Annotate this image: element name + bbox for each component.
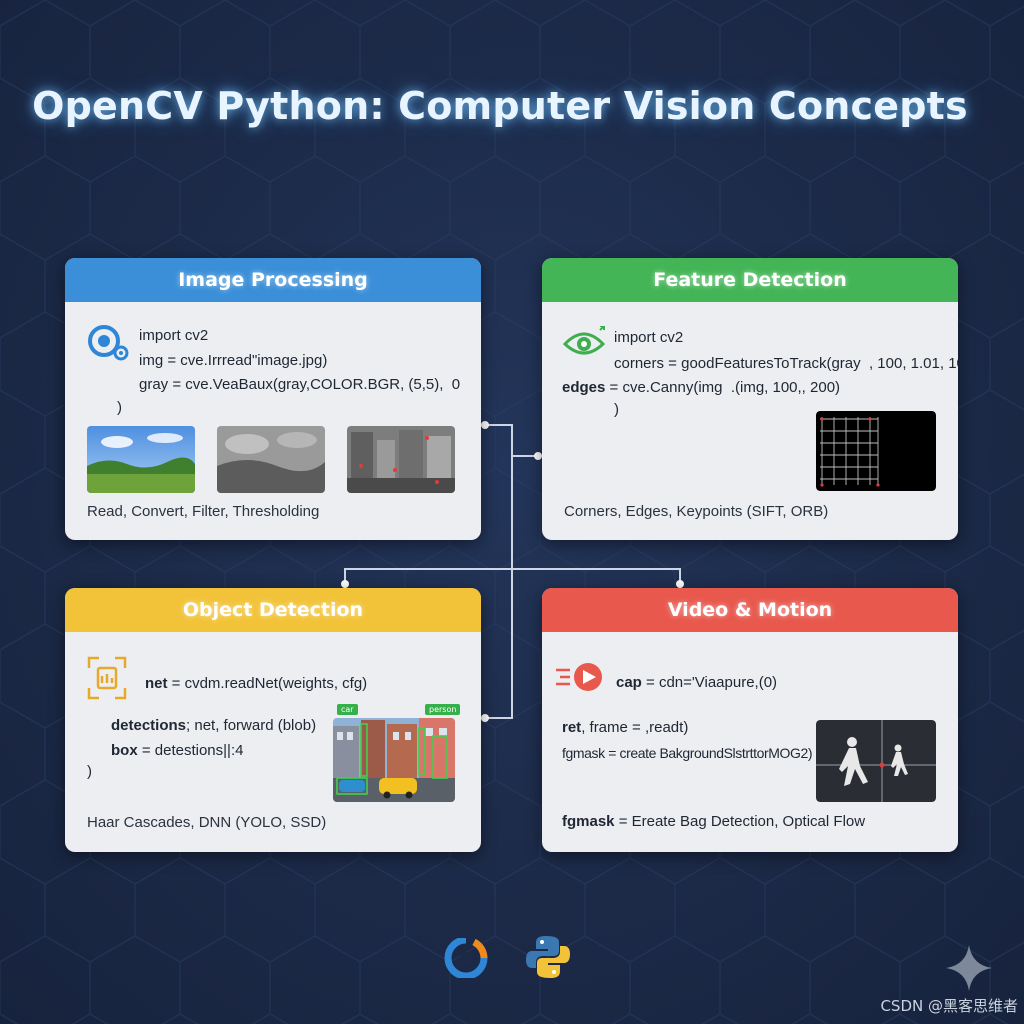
detection-tag-person: person: [425, 704, 461, 715]
python-logo-icon: [526, 936, 570, 978]
code-line-3: edges = cve.Canny(img .(img, 100,, 200): [562, 378, 840, 398]
code-text: = cvdm.readNet(weights, cfg): [167, 675, 368, 692]
street-detection-thumbnail: [333, 718, 455, 802]
code-line-2: detections; net, forward (blob): [111, 716, 316, 736]
filtered-image-thumbnail: [347, 426, 455, 493]
code-text: = detestions||:4: [137, 742, 244, 759]
code-line-4: ): [87, 763, 92, 780]
code-line-4: ): [117, 399, 122, 416]
code-text: = cdn='Viaapure,(0): [641, 674, 778, 691]
code-keyword: cap: [616, 674, 642, 691]
caption-text: = Ereate Bag Detection, Optical Flow: [614, 813, 866, 830]
code-text: ; net, forward (blob): [186, 717, 317, 734]
edge-grid-thumbnail: [816, 411, 936, 491]
page-title: OpenCV Python: Computer Vision Concepts: [32, 84, 968, 128]
code-keyword: box: [111, 742, 138, 759]
card-object-detection: Object Detection net = cvdm.readNet(weig…: [65, 588, 481, 852]
card-header-object-detection: Object Detection: [65, 588, 481, 632]
code-line-3: fgmask = create BakgroundSlstrttorMOG2): [562, 745, 813, 761]
code-line-4: ): [614, 401, 619, 418]
card-caption: Haar Cascades, DNN (YOLO, SSD): [87, 814, 327, 831]
detection-tag-car: car: [337, 704, 358, 715]
card-caption: fgmask = Ereate Bag Detection, Optical F…: [562, 812, 865, 832]
code-text: = cve.Canny(img .(img, 100,, 200): [605, 379, 841, 396]
code-line-1: net = cvdm.readNet(weights, cfg): [145, 674, 367, 694]
gear-icon: [88, 325, 129, 361]
code-line-3: gray = cve.VeaBaux(gray,COLOR.BGR, (5,5)…: [139, 376, 461, 393]
sparkle-icon: [946, 945, 992, 991]
card-header-image-processing: Image Processing: [65, 258, 481, 302]
code-keyword: detections: [111, 717, 187, 734]
code-line-3: box = detestions||:4: [111, 741, 243, 761]
code-keyword: ret: [562, 719, 582, 736]
code-keyword: net: [145, 675, 168, 692]
code-line-1: import cv2: [614, 329, 684, 346]
landscape-image-thumbnail: [87, 426, 195, 493]
card-image-processing: Image Processing import cv2 img = cve.Ir…: [65, 258, 481, 540]
card-video-motion: Video & Motion cap = cdn='Viaapure,(0) r…: [542, 588, 958, 852]
eye-icon: [562, 326, 606, 355]
card-caption: Corners, Edges, Keypoints (SIFT, ORB): [564, 503, 829, 520]
card-feature-detection: Feature Detection import cv2 corners = g…: [542, 258, 958, 540]
code-line-2: img = cve.Irrread"image.jpg): [139, 352, 328, 369]
code-line-1: import cv2: [139, 327, 209, 344]
card-header-video-motion: Video & Motion: [542, 588, 958, 632]
grayscale-image-thumbnail: [217, 426, 325, 493]
code-keyword: fgmask: [562, 813, 615, 830]
code-line-1: cap = cdn='Viaapure,(0): [616, 673, 777, 693]
card-header-feature-detection: Feature Detection: [542, 258, 958, 302]
code-keyword: edges: [562, 379, 606, 396]
motion-tracking-thumbnail: [816, 720, 936, 802]
opencv-logo-icon: [444, 938, 488, 978]
play-icon: [556, 663, 602, 691]
code-line-2: corners = goodFeaturesToTrack(gray , 100…: [614, 355, 958, 372]
code-text: , frame = ,readt): [581, 719, 689, 736]
card-caption: Read, Convert, Filter, Thresholding: [87, 503, 320, 520]
watermark: CSDN @黑客思维者: [880, 997, 1018, 1015]
code-line-2: ret, frame = ,readt): [562, 718, 688, 738]
scan-icon: [87, 656, 127, 700]
